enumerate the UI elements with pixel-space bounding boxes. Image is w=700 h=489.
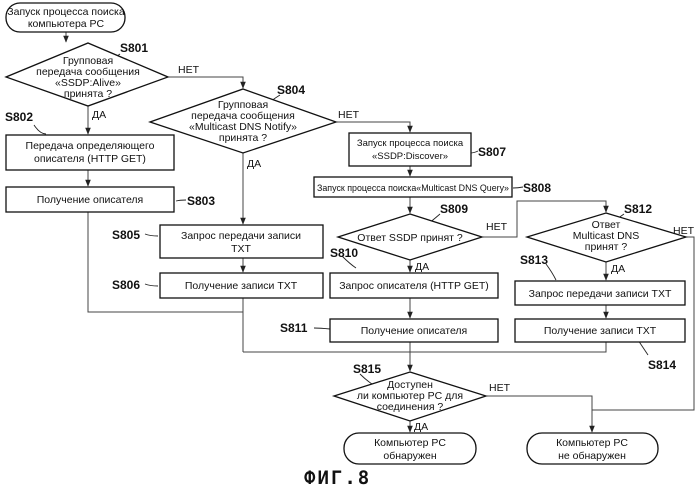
step-s812: S812 xyxy=(624,202,652,216)
step-s802: S802 xyxy=(5,110,33,124)
step-s805: S805 xyxy=(112,228,140,242)
step-s804: S804 xyxy=(277,83,305,97)
label-809-yes: ДА xyxy=(415,261,429,273)
end-terminal-found: Компьютер PC обнаружен xyxy=(344,433,476,464)
step-s808: S808 xyxy=(523,181,551,195)
process-803: Получение описателя xyxy=(6,187,174,212)
process-802: Передача определяющего описателя (HTTP G… xyxy=(6,135,174,170)
d801-line-4: принята ? xyxy=(64,88,112,100)
process-806: Получение записи TXT xyxy=(160,273,323,298)
step-s810: S810 xyxy=(330,246,358,260)
process-808: Запуск процесса поиска«Multicast DNS Que… xyxy=(314,177,512,197)
b805-line-2: TXT xyxy=(231,243,251,255)
process-810: Запрос описателя (HTTP GET) xyxy=(330,273,498,298)
label-815-yes: ДА xyxy=(414,421,428,433)
b807-line-1: Запуск процесса поиска xyxy=(357,138,464,149)
label-801-yes: ДА xyxy=(92,109,106,121)
decision-809: Ответ SSDP принят ? xyxy=(338,214,482,260)
b811-line-1: Получение описателя xyxy=(361,325,468,337)
d809-line-1: Ответ SSDP принят ? xyxy=(357,232,463,244)
step-s801: S801 xyxy=(120,41,148,55)
step-s813: S813 xyxy=(520,253,548,267)
step-s809: S809 xyxy=(440,202,468,216)
process-813: Запрос передачи записи TXT xyxy=(515,281,685,305)
b806-line-1: Получение записи TXT xyxy=(185,280,298,292)
b813-line-1: Запрос передачи записи TXT xyxy=(529,288,672,300)
label-812-no: НЕТ xyxy=(673,225,695,237)
b814-line-1: Получение записи TXT xyxy=(544,325,657,337)
end-not-found-line-1: Компьютер PC xyxy=(556,437,628,449)
end-terminal-not-found: Компьютер PC не обнаружен xyxy=(527,433,658,464)
process-814: Получение записи TXT xyxy=(515,319,685,342)
b803-line-1: Получение описателя xyxy=(37,194,144,206)
label-804-no: НЕТ xyxy=(338,109,360,121)
process-807: Запуск процесса поиска «SSDP:Discover» xyxy=(349,133,471,166)
step-s803: S803 xyxy=(187,194,215,208)
decision-804: Групповая передача сообщения «Multicast … xyxy=(150,89,336,153)
b805-line-1: Запрос передачи записи xyxy=(181,230,301,242)
step-s814: S814 xyxy=(648,358,676,372)
decision-815: Доступен ли компьютер PC для соединения … xyxy=(334,372,486,421)
label-809-no: НЕТ xyxy=(486,221,508,233)
b808-line-1: Запуск процесса поиска«Multicast DNS Que… xyxy=(317,183,509,194)
end-found-line-2: обнаружен xyxy=(383,450,436,462)
end-found-line-1: Компьютер PC xyxy=(374,437,446,449)
step-s806: S806 xyxy=(112,278,140,292)
process-811: Получение описателя xyxy=(330,319,498,342)
b807-line-2: «SSDP:Discover» xyxy=(372,151,448,162)
d804-line-4: принята ? xyxy=(219,132,267,144)
figure-caption: ФИГ.8 xyxy=(304,467,371,489)
label-812-yes: ДА xyxy=(611,263,625,275)
b810-line-1: Запрос описателя (HTTP GET) xyxy=(339,280,489,292)
label-815-no: НЕТ xyxy=(489,382,511,394)
d812-line-3: принят ? xyxy=(585,241,628,253)
step-s815: S815 xyxy=(353,362,381,376)
start-terminal: Запуск процесса поиска компьютера PC xyxy=(6,3,125,32)
start-line-1: Запуск процесса поиска xyxy=(7,6,125,18)
b802-line-1: Передача определяющего xyxy=(26,140,155,152)
process-805: Запрос передачи записи TXT xyxy=(160,225,323,258)
label-801-no: НЕТ xyxy=(178,64,200,76)
start-line-2: компьютера PC xyxy=(28,18,105,30)
b802-line-2: описателя (HTTP GET) xyxy=(34,153,146,165)
step-s811: S811 xyxy=(280,321,308,335)
label-804-yes: ДА xyxy=(247,158,261,170)
decision-812: Ответ Multicast DNS принят ? xyxy=(527,213,686,262)
d815-line-3: соединения ? xyxy=(377,401,444,413)
step-s807: S807 xyxy=(478,145,506,159)
end-not-found-line-2: не обнаружен xyxy=(558,450,626,462)
